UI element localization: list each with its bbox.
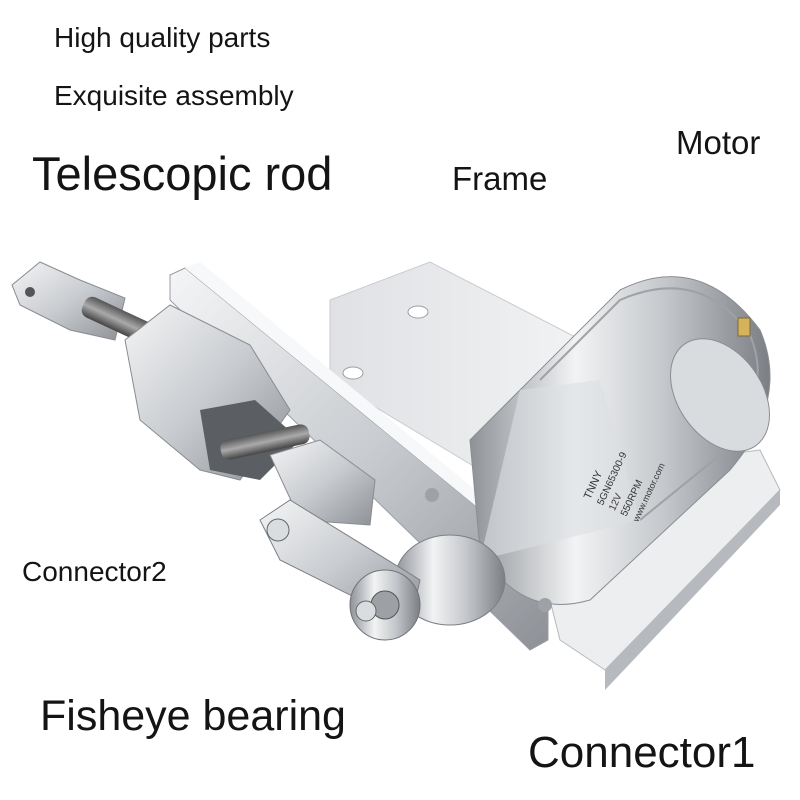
telescopic-rod-assembly <box>11 261 376 526</box>
gearbox <box>394 488 552 626</box>
motor <box>469 276 771 605</box>
fisheye-bearing <box>259 499 421 641</box>
caption-high-quality: High quality parts <box>54 22 271 53</box>
caption-exquisite: Exquisite assembly <box>54 80 294 111</box>
label-connector2: Connector2 <box>22 556 167 587</box>
label-motor: Motor <box>676 124 761 161</box>
label-telescopic-rod: Telescopic rod <box>32 147 333 200</box>
label-frame: Frame <box>452 160 548 197</box>
label-connector1: Connector1 <box>528 728 756 777</box>
label-fisheye-bearing: Fisheye bearing <box>40 692 346 740</box>
